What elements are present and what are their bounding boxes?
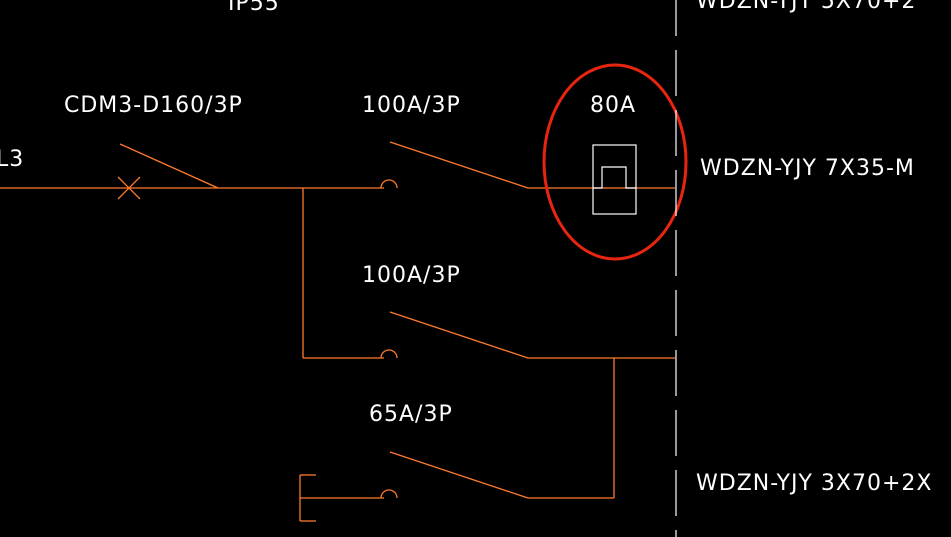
cable-bottom-label: WDZN-YJY 3X70+2X (696, 471, 932, 496)
main-switch-label: CDM3-D160/3P (64, 93, 243, 118)
ip-rating-label: IP55 (228, 0, 280, 16)
breaker-1-symbol (380, 141, 675, 189)
incoming-line (0, 176, 218, 200)
breaker-3-label: 65A/3P (369, 402, 453, 427)
main-switch-blade (119, 143, 219, 189)
highlight-ellipse (542, 63, 688, 261)
cable-top-label: WDZN-YJY 5X70+2 (696, 0, 916, 14)
breaker-2-label: 100A/3P (362, 263, 461, 288)
breaker-3-symbol (299, 451, 614, 522)
cable-mid-label: WDZN-YJY 7X35-M (700, 156, 915, 181)
breaker-2-symbol (380, 311, 675, 498)
breaker-1-label: 100A/3P (362, 93, 461, 118)
device-rating-label: 80A (590, 93, 636, 118)
device-80a-symbol (592, 144, 637, 215)
phase-label: L3 (0, 147, 24, 172)
